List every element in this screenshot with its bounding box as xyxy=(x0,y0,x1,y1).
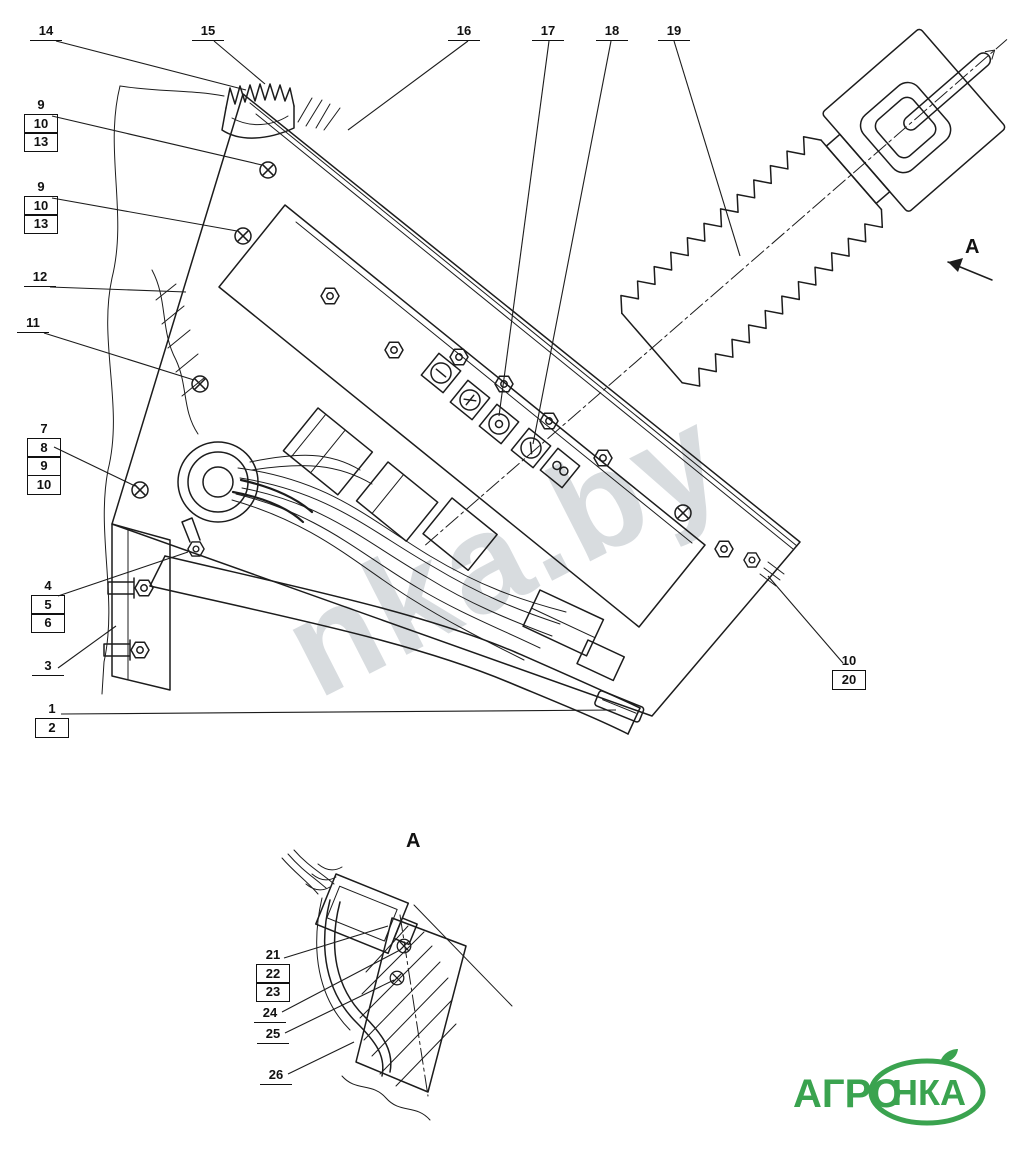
section-arrow xyxy=(947,258,993,281)
callout-stack-21-22-23: 21 22 23 xyxy=(256,946,290,1002)
callout-label: 16 xyxy=(448,22,480,41)
callout-label: 21 xyxy=(256,946,290,965)
callout-label: 2 xyxy=(35,717,69,738)
callout-label: 25 xyxy=(257,1025,289,1044)
callout-label: 3 xyxy=(32,657,64,676)
logo-leaf-icon xyxy=(940,1049,958,1063)
callout-16: 16 xyxy=(448,22,480,41)
callout-24: 24 xyxy=(254,1004,286,1023)
callout-stack-10-20: 10 20 xyxy=(832,652,866,690)
main-assembly xyxy=(101,28,1008,1121)
callout-label: 11 xyxy=(17,314,49,333)
end-cap xyxy=(594,690,645,723)
callout-label: 20 xyxy=(832,669,866,690)
callout-label: 23 xyxy=(256,982,290,1002)
callout-label: 13 xyxy=(24,214,58,234)
logo-ring xyxy=(868,1058,986,1126)
logo-text-agro: АГРО xyxy=(793,1072,902,1116)
connector-blocks xyxy=(282,407,626,682)
callout-label: 8 xyxy=(27,437,61,458)
logo-text-nka: НКА xyxy=(892,1072,966,1113)
hatched-edge xyxy=(151,269,205,435)
callout-stack-1-2: 1 2 xyxy=(35,700,69,738)
callout-label: 9 xyxy=(24,96,58,115)
grip-serrated xyxy=(221,83,341,139)
callout-stack-9-10-13-b: 9 10 13 xyxy=(24,178,58,234)
callout-12: 12 xyxy=(24,268,56,287)
bellows-boot xyxy=(425,28,1008,546)
callout-label: 5 xyxy=(31,594,65,615)
callout-label: 7 xyxy=(27,420,61,439)
callout-label: 17 xyxy=(532,22,564,41)
fastener-right xyxy=(743,552,785,587)
callout-label: 12 xyxy=(24,268,56,287)
brand-logo: АГРО НКА xyxy=(793,1049,986,1126)
callout-26: 26 xyxy=(260,1066,292,1085)
callout-19: 19 xyxy=(658,22,690,41)
callout-label: 18 xyxy=(596,22,628,41)
screw-icon xyxy=(191,375,209,393)
callout-label: 10 xyxy=(24,113,58,134)
callout-25: 25 xyxy=(257,1025,289,1044)
detail-view-a xyxy=(281,849,513,1121)
hatching xyxy=(359,925,457,1087)
callout-label: 6 xyxy=(31,613,65,633)
callout-label: 14 xyxy=(30,22,62,41)
callout-label: 1 xyxy=(35,700,69,719)
lever-pin xyxy=(903,52,992,131)
mounting-bracket xyxy=(103,517,205,691)
handle-bracket xyxy=(822,28,1006,212)
callout-14: 14 xyxy=(30,22,62,41)
callout-label: 10 xyxy=(24,195,58,216)
switch-icons xyxy=(420,352,581,489)
leader-lines xyxy=(43,40,844,1075)
callout-label: 10 xyxy=(832,652,866,671)
callout-stack-7-8-9-10: 7 8 9 10 xyxy=(27,420,61,495)
callout-label: 19 xyxy=(658,22,690,41)
main-housing xyxy=(111,93,801,717)
callout-label: 9 xyxy=(24,178,58,197)
callout-11: 11 xyxy=(17,314,49,333)
callout-label: 13 xyxy=(24,132,58,152)
callout-label: 26 xyxy=(260,1066,292,1085)
callout-18: 18 xyxy=(596,22,628,41)
callout-label: 15 xyxy=(192,22,224,41)
callout-3: 3 xyxy=(32,657,64,676)
callout-stack-9-10-13-a: 9 10 13 xyxy=(24,96,58,152)
sheet-panel xyxy=(149,555,645,735)
detail-view-label: A xyxy=(406,830,421,852)
callout-label: 24 xyxy=(254,1004,286,1023)
screw-icon xyxy=(234,227,252,245)
callout-label: 22 xyxy=(256,963,290,984)
callout-15: 15 xyxy=(192,22,224,41)
screw-icon xyxy=(131,481,149,499)
view-arrow-label: A xyxy=(965,236,980,258)
callout-stack-4-5-6: 4 5 6 xyxy=(31,577,65,633)
callout-label: 4 xyxy=(31,577,65,596)
callout-label: 9 xyxy=(27,456,61,476)
callout-label: 10 xyxy=(27,474,61,495)
control-panel xyxy=(218,204,706,628)
watermark-text: nka.by xyxy=(260,375,748,727)
screw-icon xyxy=(259,161,277,179)
break-line-left xyxy=(101,85,225,695)
callout-17: 17 xyxy=(532,22,564,41)
